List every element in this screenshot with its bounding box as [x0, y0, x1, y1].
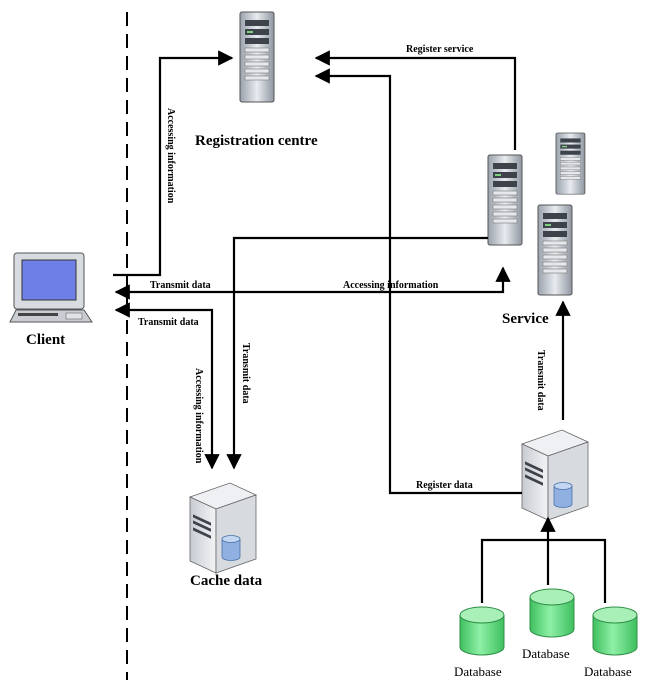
transmit-data-label-1: Transmit data	[150, 280, 211, 291]
transmit-data-cache-label: Transmit data	[240, 343, 251, 404]
transmit-data-label-2: Transmit data	[138, 317, 199, 328]
edge-register-service	[314, 50, 517, 150]
edge-client-cache	[114, 302, 220, 470]
service-server-icon-right	[537, 204, 573, 296]
service-server-icon-small	[555, 132, 586, 195]
database-label-2: Database	[522, 646, 570, 661]
database-icon-2	[529, 588, 575, 638]
edge-service-client	[114, 266, 511, 300]
register-service-label: Register service	[406, 44, 474, 55]
cache-server-icon	[189, 482, 257, 574]
database-server-icon	[521, 429, 589, 521]
database-icon-3	[592, 606, 638, 656]
service-label: Service	[502, 311, 549, 327]
service-server-icon-main	[487, 154, 523, 246]
registration-server-icon	[239, 11, 275, 103]
edge-databases-bus	[480, 538, 607, 603]
database-icon-1	[459, 606, 505, 656]
cache-data-label: Cache data	[190, 573, 263, 589]
database-label-3: Database	[584, 664, 632, 679]
accessing-information-cache-label: Accessing information	[193, 368, 204, 464]
client-label: Client	[26, 332, 65, 348]
accessing-information-mid-label: Accessing information	[343, 280, 439, 291]
client-computer-icon	[9, 252, 93, 323]
transmit-data-service-label: Transmit data	[535, 350, 546, 411]
register-data-label: Register data	[416, 480, 473, 491]
edges	[113, 50, 607, 603]
registration-centre-label: Registration centre	[195, 133, 318, 149]
accessing-information-top-label: Accessing information	[165, 108, 176, 204]
database-label-1: Database	[454, 664, 502, 679]
edge-service-to-cache	[226, 236, 488, 470]
